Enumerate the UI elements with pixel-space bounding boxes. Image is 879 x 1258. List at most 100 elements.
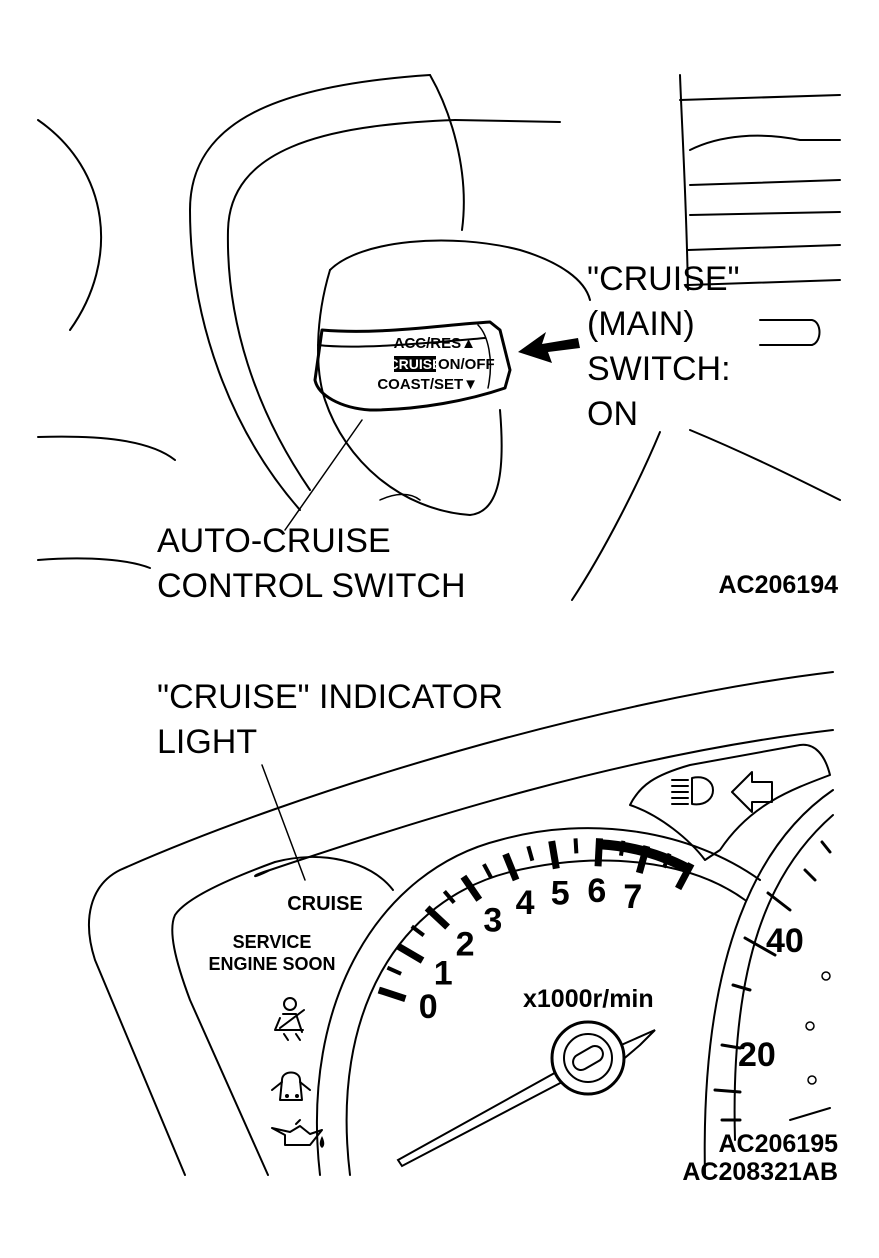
dash-line-6 [687,279,841,286]
cluster-hood-outer [88,671,834,1176]
column-cover-inner [226,119,456,491]
speedometer: 40 20 [703,789,834,1176]
callout-main-switch-line-2: (MAIN) [587,305,695,343]
speedo-tick-a [766,891,792,912]
speedo-bezel-inner [733,814,834,1141]
speedo-dot-2 [805,1021,815,1031]
switch-label-cruise-box [394,356,436,372]
indicator-service-line-1: SERVICE [233,932,312,952]
tach-tick [460,874,483,902]
headlight-icon [671,776,714,806]
wheel-spoke-line [37,435,176,461]
door-open-icon [271,1071,311,1101]
callout-control-switch-line-2: CONTROL SWITCH [157,567,466,605]
tach-bezel-inner [345,859,746,1176]
tach-tick [675,862,695,891]
speedo-number-40: 40 [766,922,804,960]
dash-lower-curve [689,429,841,501]
speedo-tick-d [743,936,777,957]
speedo-needle-stub [789,1107,831,1121]
callout-control-switch-line-1: AUTO-CRUISE [157,522,391,560]
indicator-service-line-2: ENGINE SOON [208,954,335,974]
tach-tick [377,986,407,1002]
column-edge [429,74,465,231]
dash-line-4 [689,211,841,216]
tach-tick [442,890,456,905]
tach-number-5: 5 [551,874,570,912]
callout-indicator-line-1: "CRUISE" INDICATOR [157,678,503,716]
tach-tick [502,852,520,882]
lever-ridge [317,337,486,348]
arrow-to-main-switch [518,332,580,363]
tach-number-3: 3 [483,902,502,940]
tach-unit-label: x1000r/min [523,985,654,1013]
lever-housing-top [329,239,591,301]
speedo-dot-3 [807,1075,817,1085]
speedo-number-20: 20 [738,1036,776,1074]
wheel-lower-line [37,557,151,569]
tach-number-0: 0 [419,988,438,1026]
indicator-window-top [629,743,831,861]
dash-vertical [679,74,689,291]
callout-indicator-line-2: LIGHT [157,723,257,761]
turn-arrow-icon [731,771,773,813]
tach-tick [396,943,425,964]
speedo-dot-1 [821,971,831,981]
steering-rim-left [37,119,103,331]
tach-tick [410,924,425,937]
speedo-tick-b [803,868,817,882]
figure-code-lower-1: AC206195 [718,1130,838,1158]
figure-code-lower-2: AC208321AB [682,1158,838,1186]
tach-number-7: 7 [623,878,642,916]
leader-control-switch [284,419,363,531]
tach-number-4: 4 [516,884,535,922]
dash-line-2 [689,134,841,151]
column-cover-outer [189,74,431,511]
lever-tip-edge [477,324,492,389]
switch-label-acc-res: ACC/RES▲ [394,335,476,352]
tach-tick [386,965,402,976]
cluster-bezel-left [171,861,276,1176]
speedo-tick-g [713,1088,742,1094]
cluster-hood-inner [254,729,834,877]
tach-bezel-outer [315,827,761,1176]
tach-needle [396,1068,568,1168]
dash-line-1 [679,94,841,101]
leader-indicator [261,764,306,881]
tach-tick [594,838,604,867]
callout-main-switch-line-1: "CRUISE" [587,260,740,298]
switch-label-cruise: CRUISE [389,356,442,372]
switch-label-coast-set: COAST/SET▼ [377,376,478,393]
tach-tick [526,845,535,862]
tach-redzone-band [598,839,691,874]
tach-tick [573,838,579,854]
vent-slot [759,319,821,346]
housing-seam [379,493,421,501]
dash-lower-line [571,431,661,601]
speedo-tick-f [720,1043,742,1050]
speedo-tick-e [731,983,752,992]
tach-tick [548,840,560,870]
tach-number-1: 1 [434,955,453,993]
speedo-tick-c [820,840,832,854]
seatbelt-icon [274,997,305,1041]
tach-number-2: 2 [456,925,475,963]
oil-can-icon [271,1119,325,1148]
cruise-lever [313,320,512,412]
callout-main-switch-line-4: ON [587,395,638,433]
callout-main-switch-line-3: SWITCH: [587,350,731,388]
figure-code-upper: AC206194 [718,571,838,599]
dash-line-5 [687,244,841,251]
column-top-edge [454,119,561,123]
indicator-cruise-label: CRUISE [287,893,363,915]
speedo-bezel-outer [703,789,834,1176]
cluster-bezel-top [274,856,394,891]
tach-hub-slot [572,1045,604,1071]
upper-figure: ACC/RES▲ CRUISE ON/OFF COAST/SET▼ "CRUIS… [37,74,841,605]
switch-label-on-off: ON/OFF [438,356,495,373]
